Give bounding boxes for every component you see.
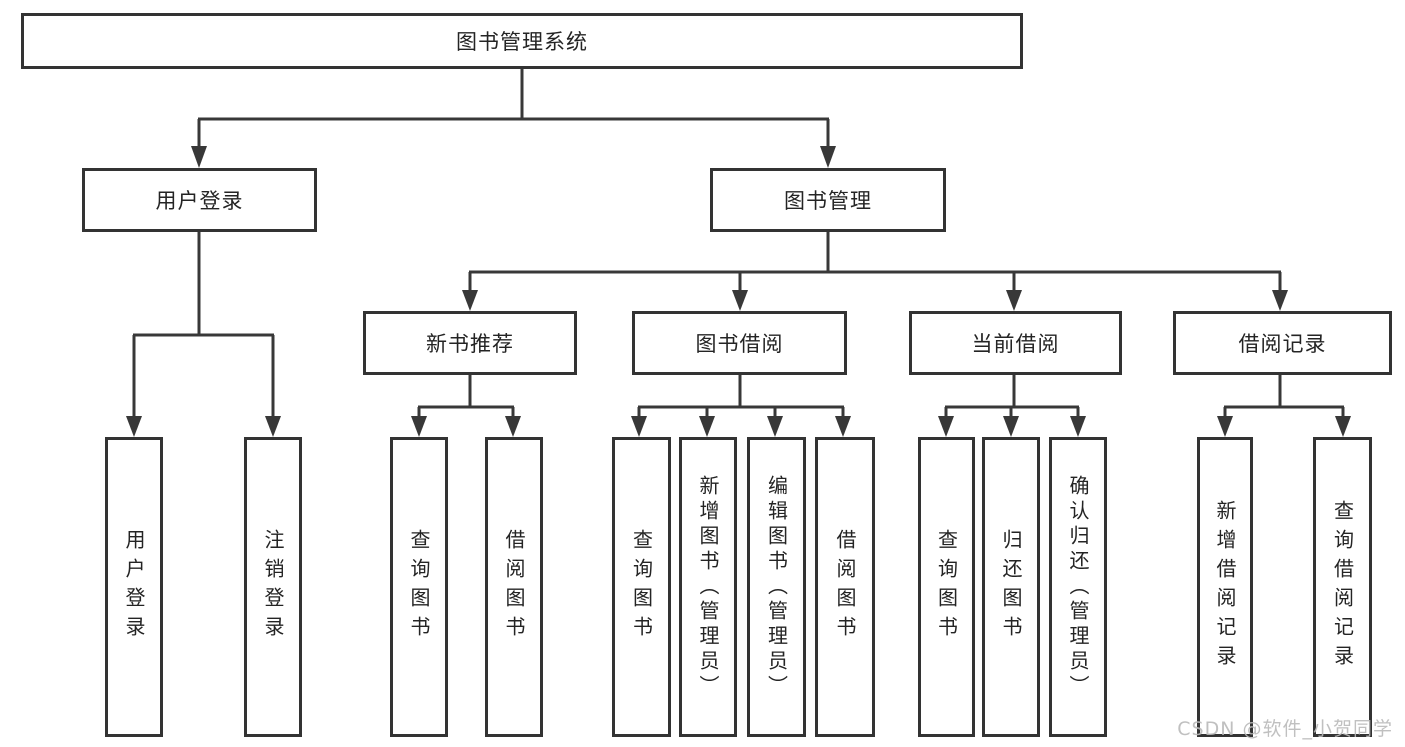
leaf-query-borrow-record: 查询借阅记录 (1313, 437, 1372, 737)
node-user-login-label: 用户登录 (155, 189, 244, 213)
leaf-return-book-label: 归还图书 (999, 529, 1023, 645)
node-book-borrow: 图书借阅 (632, 311, 847, 375)
leaf-confirm-return-admin: 确认归还（管理员） (1049, 437, 1107, 737)
leaf-add-borrow-record: 新增借阅记录 (1197, 437, 1253, 737)
node-new-book-recommend: 新书推荐 (363, 311, 577, 375)
leaf-recommend-query-book: 查询图书 (390, 437, 448, 737)
leaf-return-book: 归还图书 (982, 437, 1040, 737)
node-book-borrow-label: 图书借阅 (695, 332, 784, 356)
leaf-edit-book-admin-label: 编辑图书（管理员） (764, 474, 789, 700)
leaf-logout-login: 注销登录 (244, 437, 302, 737)
leaf-borrow-query-book-label: 查询图书 (629, 529, 654, 645)
node-book-management: 图书管理 (710, 168, 946, 232)
leaf-current-query-book-label: 查询图书 (934, 529, 959, 645)
leaf-borrow-book: 借阅图书 (815, 437, 875, 737)
node-current-borrow-label: 当前借阅 (971, 332, 1060, 356)
leaf-query-borrow-record-label: 查询借阅记录 (1330, 500, 1355, 674)
leaf-add-book-admin: 新增图书（管理员） (679, 437, 737, 737)
node-current-borrow: 当前借阅 (909, 311, 1122, 375)
leaf-logout-login-label: 注销登录 (261, 529, 285, 645)
node-user-login: 用户登录 (82, 168, 317, 232)
node-root: 图书管理系统 (21, 13, 1023, 69)
leaf-borrow-book-label: 借阅图书 (833, 529, 857, 645)
node-borrow-record-label: 借阅记录 (1238, 332, 1327, 356)
leaf-current-query-book: 查询图书 (918, 437, 975, 737)
leaf-add-borrow-record-label: 新增借阅记录 (1213, 500, 1237, 674)
leaf-user-login-label: 用户登录 (122, 529, 146, 645)
node-new-book-recommend-label: 新书推荐 (426, 332, 514, 356)
node-borrow-record: 借阅记录 (1173, 311, 1392, 375)
leaf-recommend-borrow-book: 借阅图书 (485, 437, 543, 737)
node-book-management-label: 图书管理 (784, 189, 872, 213)
leaf-edit-book-admin: 编辑图书（管理员） (747, 437, 806, 737)
leaf-borrow-query-book: 查询图书 (612, 437, 671, 737)
leaf-recommend-borrow-book-label: 借阅图书 (502, 529, 526, 645)
node-root-label: 图书管理系统 (456, 30, 588, 54)
leaf-recommend-query-book-label: 查询图书 (407, 529, 431, 645)
leaf-add-book-admin-label: 新增图书（管理员） (696, 474, 720, 700)
leaf-user-login: 用户登录 (105, 437, 163, 737)
leaf-confirm-return-admin-label: 确认归还（管理员） (1066, 474, 1090, 700)
watermark: CSDN @软件_小贺同学 (1177, 718, 1393, 740)
